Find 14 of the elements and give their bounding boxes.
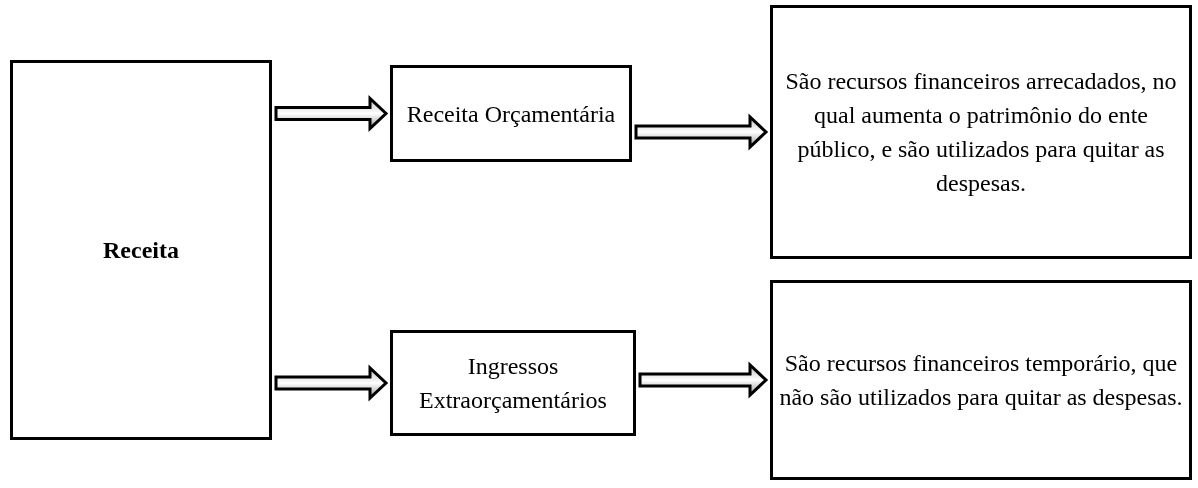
arrow <box>634 113 769 151</box>
heading: Receita <box>103 236 179 265</box>
arrow <box>274 364 389 402</box>
text-box <box>390 65 632 162</box>
text-box <box>770 280 1192 480</box>
box-text: Ingressos Extraorçamentários <box>418 352 608 415</box>
text-box <box>390 330 636 436</box>
text-box <box>10 60 272 440</box>
text-box <box>770 5 1192 259</box>
box-text: Receita Orçamentária <box>406 99 616 129</box>
box-text: São recursos financeiros temporário, que não são utilizados para quitar as despesas. <box>778 349 1184 412</box>
box-text: São recursos financeiros arrecadados, no qual aumenta o patrimônio do ente público, e são utilizados para quitar as despesas. <box>784 67 1178 198</box>
arrow <box>638 361 769 399</box>
arrow <box>274 95 389 132</box>
